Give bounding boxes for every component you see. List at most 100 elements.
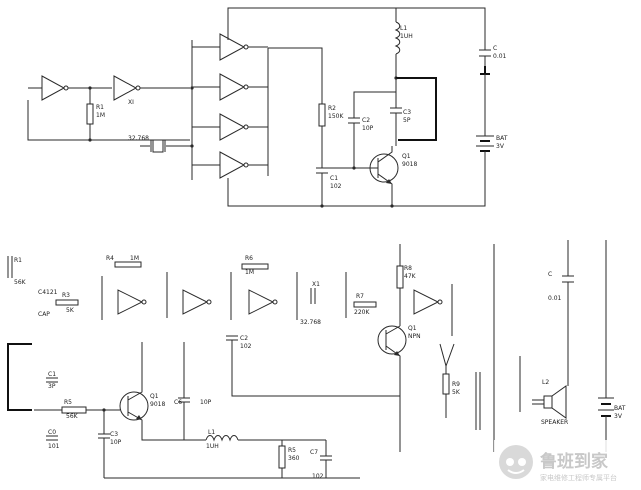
bottom-c6-value: 10P xyxy=(200,399,212,406)
bottom-x1-value: 32.768 xyxy=(300,319,321,326)
bottom-l2-speaker xyxy=(543,395,553,409)
bottom-c2-ref: C2 xyxy=(240,335,248,342)
bottom-c6-ref: C6 xyxy=(174,399,182,406)
top-inverter-5 xyxy=(219,113,246,141)
bottom-c2-value: 102 xyxy=(240,343,252,350)
bottom-r4-resistor xyxy=(114,261,142,268)
bottom-q1-transistor xyxy=(119,391,149,421)
bottom-l1-inductor xyxy=(205,435,239,442)
top-battery-value: 3V xyxy=(496,143,505,150)
bottom-r5-value: 56K xyxy=(66,413,79,420)
bottom-q2-value: NPN xyxy=(408,333,421,340)
top-crystal xyxy=(152,139,164,153)
bottom-q1-value: 9018 xyxy=(150,401,165,408)
bottom-q1-ref: Q1 xyxy=(150,393,159,400)
top-r2-ref: R2 xyxy=(328,105,336,112)
top-c2-capacitor xyxy=(348,91,396,168)
top-r2-resistor xyxy=(318,103,326,127)
top-l1-ref: L1 xyxy=(400,25,407,32)
bottom-circuit: R1 56K C4121 CAP R3 5K R4 1M R6 1M C2 10… xyxy=(7,240,626,480)
bottom-c-ref: C xyxy=(548,271,552,278)
bottom-antenna xyxy=(439,343,455,374)
bottom-l2-ref: L2 xyxy=(542,379,549,386)
top-c2-ref: C2 xyxy=(362,117,370,124)
bottom-c3-ref: C3 xyxy=(110,431,118,438)
bottom-r9-resistor xyxy=(442,373,450,395)
bottom-l1-value: 1UH xyxy=(206,443,219,450)
bottom-r8-ref: R8 xyxy=(404,265,412,272)
bottom-r3-resistor xyxy=(55,299,79,306)
top-u-ref: XI xyxy=(128,99,134,106)
bottom-r5b-ref: R5 xyxy=(288,447,296,454)
top-inverter-2 xyxy=(113,75,138,101)
bottom-x1-crystal xyxy=(310,288,316,304)
top-q1-ref: Q1 xyxy=(402,153,411,160)
bottom-inverter-4 xyxy=(413,289,440,315)
top-l1-inductor xyxy=(394,21,401,55)
bottom-r6-resistor xyxy=(241,263,269,270)
bottom-r5b-resistor xyxy=(278,445,286,469)
bottom-c4-ref: C4121 xyxy=(38,289,58,296)
top-inverter-1 xyxy=(41,75,66,101)
bottom-x1-ref: X1 xyxy=(312,281,320,288)
bottom-inverter-1 xyxy=(117,289,144,315)
bottom-r1-resistor xyxy=(7,256,13,278)
top-c1-ref: C1 xyxy=(330,175,338,182)
bottom-c3-capacitor xyxy=(98,410,110,478)
top-r2-value: 150K xyxy=(328,113,344,120)
bottom-q2-transistor xyxy=(377,325,407,355)
bottom-r4-ref: R4 xyxy=(106,255,114,262)
top-antenna-loop xyxy=(396,77,437,141)
bottom-c0-capacitor xyxy=(46,435,58,441)
bottom-c7-value: 102 xyxy=(312,473,324,480)
bottom-r7-value: 220K xyxy=(354,309,370,316)
top-r1-value: 1M xyxy=(96,112,105,119)
bottom-r4-value: 1M xyxy=(130,255,139,262)
watermark-subtitle: 家电维修工程师专属平台 xyxy=(540,473,617,482)
top-crystal-value: 32.768 xyxy=(128,135,149,142)
bottom-r1-ref: R1 xyxy=(14,257,22,264)
bottom-c3-value: 10P xyxy=(110,439,122,446)
bottom-c-capacitor xyxy=(562,240,574,386)
bottom-c2-capacitor xyxy=(226,335,400,397)
watermark-title: 鲁班到家 xyxy=(540,451,608,472)
bottom-r6-ref: R6 xyxy=(245,255,253,262)
bottom-battery-value: 3V xyxy=(614,413,623,420)
bottom-c-value: 0.01 xyxy=(548,295,562,302)
top-l1-value: 1UH xyxy=(400,33,413,40)
bottom-inverter-2 xyxy=(182,289,209,315)
bottom-c1-capacitor xyxy=(46,377,58,383)
top-c-ref: C xyxy=(493,45,497,52)
bottom-inverter-3 xyxy=(248,289,275,315)
bottom-r1-value: 56K xyxy=(14,279,27,286)
top-r1-resistor xyxy=(86,103,94,125)
top-feedback-wire xyxy=(27,100,190,141)
bottom-c1-ref: C1 xyxy=(48,371,56,378)
bottom-r3-value: 5K xyxy=(66,307,75,314)
bottom-c6-capacitor xyxy=(178,342,190,440)
top-c-capacitor xyxy=(479,40,491,66)
bottom-r3-ref: R3 xyxy=(62,292,70,299)
top-c3-ref: C3 xyxy=(403,109,411,116)
bottom-r5b-value: 360 xyxy=(288,455,300,462)
top-c2-value: 10P xyxy=(362,125,374,132)
bottom-c1-value: 3P xyxy=(48,383,56,390)
top-circuit: R1 1M XI 32.768 R2 150K xyxy=(27,7,508,208)
top-inverter-6 xyxy=(219,151,246,179)
watermark-logo-icon xyxy=(499,445,533,479)
bottom-r7-resistor xyxy=(353,301,377,308)
bottom-r9-value: 5K xyxy=(452,389,461,396)
bottom-q2-ref: Q1 xyxy=(408,325,417,332)
bottom-r8-resistor xyxy=(396,265,404,289)
bottom-r9-ref: R9 xyxy=(452,381,460,388)
bottom-battery-ref: BAT xyxy=(614,405,626,412)
bottom-l2-value: SPEAKER xyxy=(541,419,568,426)
bottom-l1-ref: L1 xyxy=(208,429,215,436)
bottom-c0-ref: C0 xyxy=(48,429,56,436)
bottom-c7-ref: C7 xyxy=(310,449,318,456)
bottom-c4-value: CAP xyxy=(38,311,50,318)
top-c1-capacitor xyxy=(316,167,328,174)
bottom-r5-ref: R5 xyxy=(64,399,72,406)
bottom-r8-value: 47K xyxy=(404,273,417,280)
